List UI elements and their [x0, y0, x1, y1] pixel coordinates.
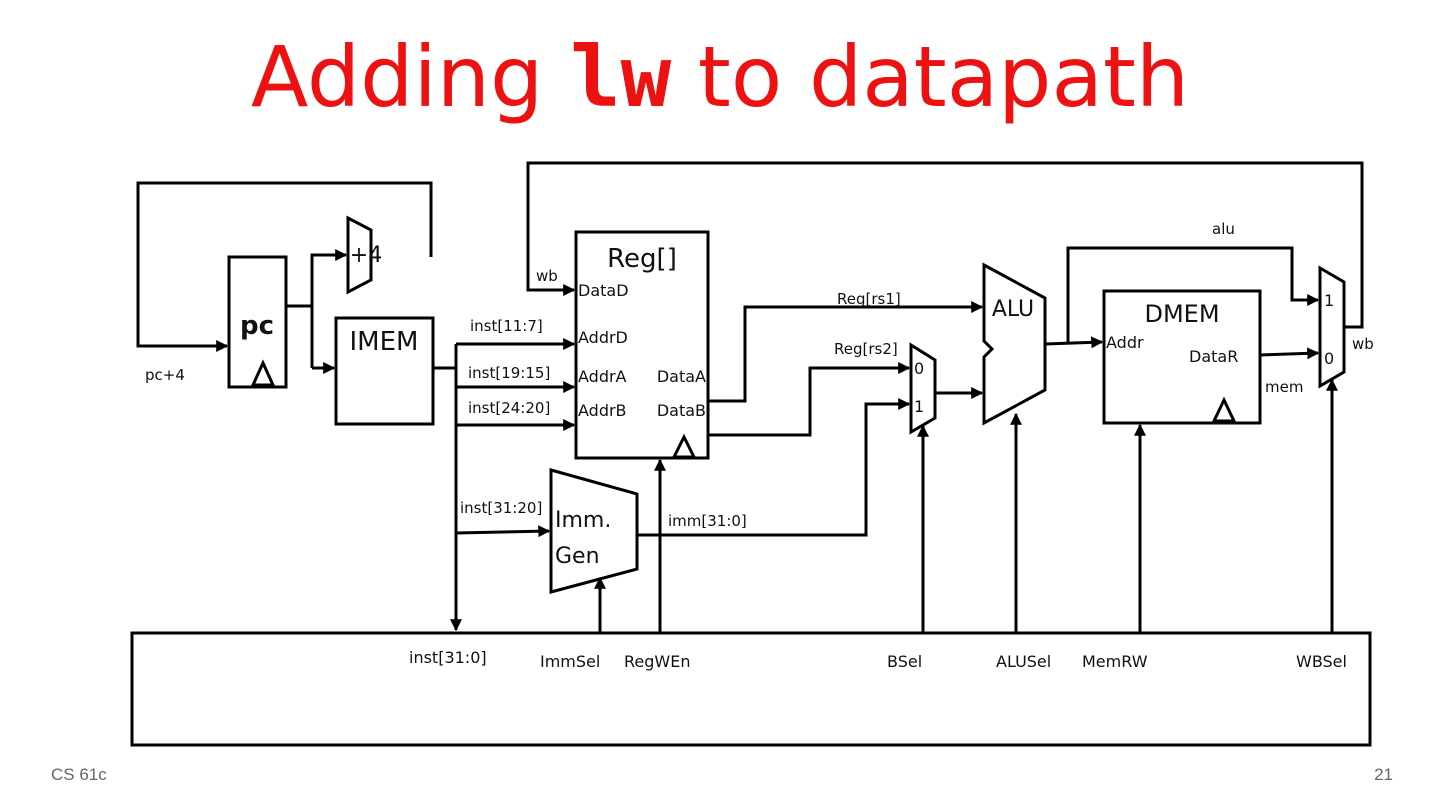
- pc-register: [227, 255, 288, 389]
- register-file: [574, 230, 710, 460]
- dmem-label: DMEM: [1144, 300, 1219, 328]
- wb-mux-input-0: 0: [1324, 349, 1334, 368]
- control-immsel: ImmSel: [540, 652, 600, 671]
- alu-block: [982, 262, 1047, 426]
- port-addr: Addr: [1106, 333, 1144, 352]
- signal-wb-out: wb: [1352, 335, 1374, 353]
- mem-to-wb-mux-wire: [1259, 347, 1320, 360]
- bsel-mux-input-1: 1: [914, 397, 924, 416]
- footer-page-number: 21: [1374, 765, 1393, 784]
- adder-label: +4: [350, 243, 382, 268]
- dmem-clock-icon: [1211, 396, 1237, 423]
- regfile-clock-icon: [671, 433, 697, 459]
- signal-inst-19-15: inst[19:15]: [468, 364, 550, 382]
- regfile-label: Reg[]: [607, 244, 677, 274]
- control-wbsel: WBSel: [1296, 652, 1347, 671]
- port-datab: DataB: [657, 401, 706, 420]
- signal-inst-31-20: inst[31:20]: [460, 499, 542, 517]
- alu-out-wire: [1044, 336, 1104, 349]
- pc-clock-icon: [250, 359, 276, 387]
- signal-inst-24-20: inst[24:20]: [468, 399, 550, 417]
- port-addra: AddrA: [578, 367, 627, 386]
- pc-adder: [346, 215, 373, 295]
- bsel-mux: [909, 342, 937, 435]
- title-suffix: to datapath: [671, 28, 1190, 126]
- dmem-block: [1102, 289, 1262, 425]
- signal-inst-11-7: inst[11:7]: [470, 317, 543, 335]
- imem-block: [334, 316, 435, 426]
- alu-to-wb-mux-wire: [1066, 246, 1320, 344]
- control-memrw: MemRW: [1082, 652, 1148, 671]
- control-regwen: RegWEn: [624, 652, 690, 671]
- signal-inst-31-0: inst[31:0]: [409, 648, 487, 667]
- signal-wb-regfile: wb: [536, 267, 558, 285]
- pc-label: pc: [240, 311, 274, 341]
- wb-mux: [1318, 265, 1346, 389]
- pc-loop-wire: [136, 181, 433, 352]
- port-addrb: AddrB: [578, 401, 627, 420]
- writeback-loop-wire: [526, 161, 1364, 329]
- slide-title: Adding lw to datapath: [0, 28, 1440, 126]
- port-datar: DataR: [1189, 347, 1238, 366]
- control-unit: [130, 631, 1372, 747]
- rs1-wire: [708, 301, 984, 403]
- alu-label: ALU: [992, 297, 1034, 322]
- port-addrd: AddrD: [578, 328, 628, 347]
- immgen-label-line2: Gen: [555, 544, 600, 569]
- signal-alu: alu: [1212, 220, 1235, 238]
- imm-wire: [637, 398, 911, 537]
- wb-mux-input-1: 1: [1324, 291, 1334, 310]
- inst-31-20-wire: [455, 525, 551, 538]
- signal-mem: mem: [1265, 378, 1303, 396]
- port-datad: DataD: [578, 281, 629, 300]
- signal-pc-plus-4: pc+4: [145, 366, 185, 384]
- pc-to-adder-wire: [310, 249, 348, 368]
- title-prefix: Adding: [250, 28, 571, 126]
- rs2-wire: [708, 362, 911, 437]
- control-bsel: BSel: [887, 652, 922, 671]
- title-code: lw: [570, 28, 672, 126]
- port-dataa: DataA: [657, 367, 706, 386]
- immgen-label-line1: Imm.: [555, 508, 611, 533]
- footer-course: CS 61c: [51, 765, 107, 784]
- signal-reg-rs1: Reg[rs1]: [837, 290, 901, 308]
- control-alusel: ALUSel: [996, 652, 1051, 671]
- bsel-mux-input-0: 0: [914, 359, 924, 378]
- signal-reg-rs2: Reg[rs2]: [834, 340, 898, 358]
- imem-label: IMEM: [350, 327, 419, 357]
- imm-gen-block: [549, 468, 639, 594]
- signal-imm: imm[31:0]: [668, 512, 747, 530]
